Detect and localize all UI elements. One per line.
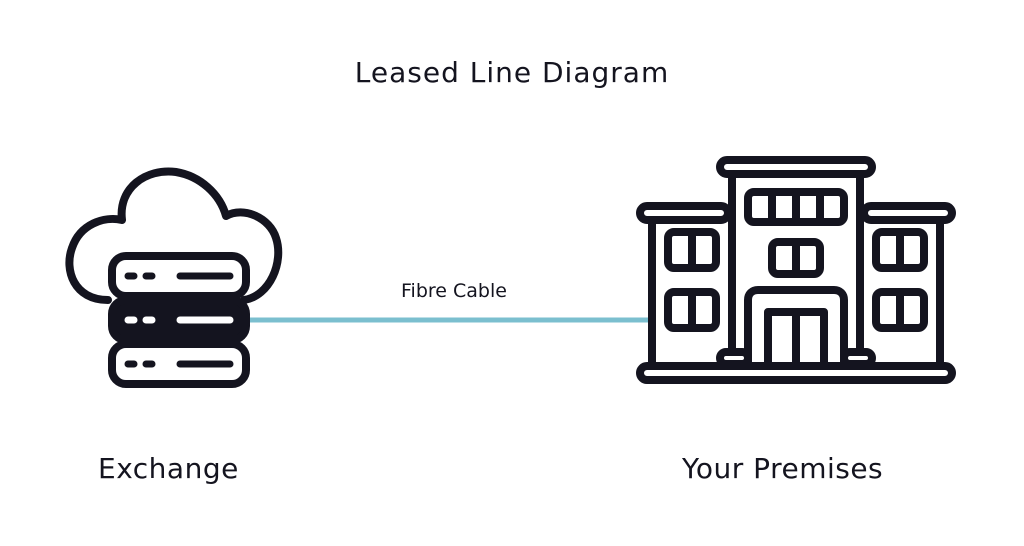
cloud-server-icon — [65, 167, 283, 388]
premises-label: Your Premises — [682, 452, 884, 485]
server-indicators — [124, 272, 234, 368]
office-building-icon — [636, 156, 956, 384]
fibre-cable-label: Fibre Cable — [401, 280, 507, 302]
exchange-label: Exchange — [98, 452, 239, 485]
diagram-title: Leased Line Diagram — [354, 56, 670, 89]
